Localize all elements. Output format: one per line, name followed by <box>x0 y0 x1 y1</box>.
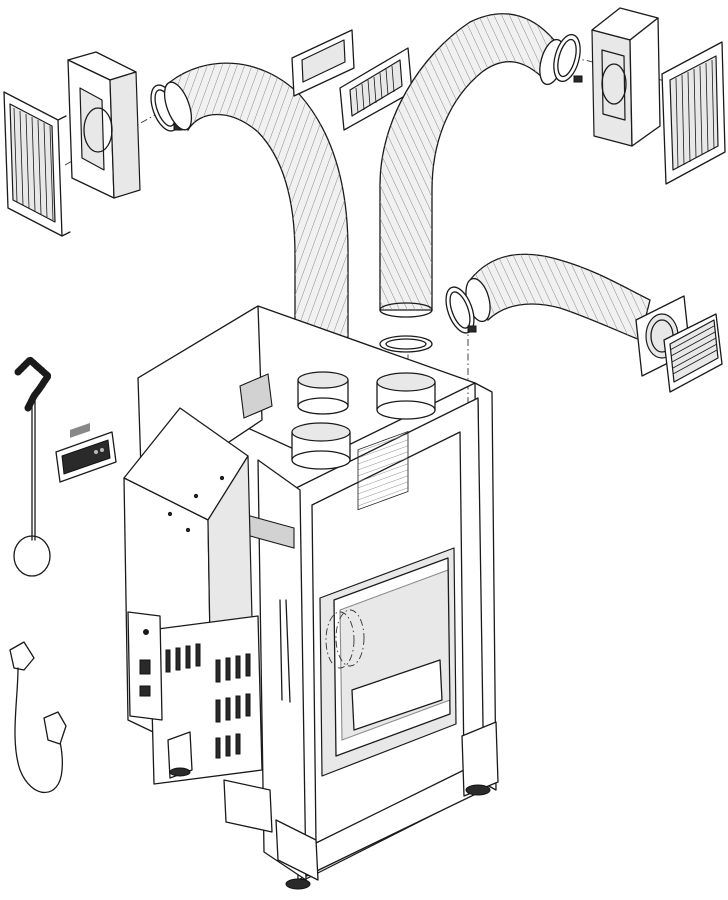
left-grille-frame <box>67 51 141 199</box>
center-small-grille <box>339 47 413 131</box>
outlet-collars <box>291 335 436 470</box>
lower-flexible-duct <box>465 253 651 341</box>
left-wall-grille <box>3 91 71 237</box>
center-flexible-duct <box>379 13 565 318</box>
support-legs <box>167 721 499 890</box>
lower-louvered-vent <box>663 313 723 393</box>
center-small-grille-frame <box>291 29 355 97</box>
cleaning-brush <box>13 355 53 577</box>
fan-housing <box>123 407 263 785</box>
power-cord <box>9 641 67 794</box>
right-grille-frame <box>591 7 661 147</box>
right-wall-grille <box>661 41 726 185</box>
lower-hose-clamp <box>445 286 477 334</box>
control-panel <box>55 423 117 483</box>
right-hose-clamp <box>553 33 583 83</box>
fire-door-with-glass <box>285 430 457 777</box>
